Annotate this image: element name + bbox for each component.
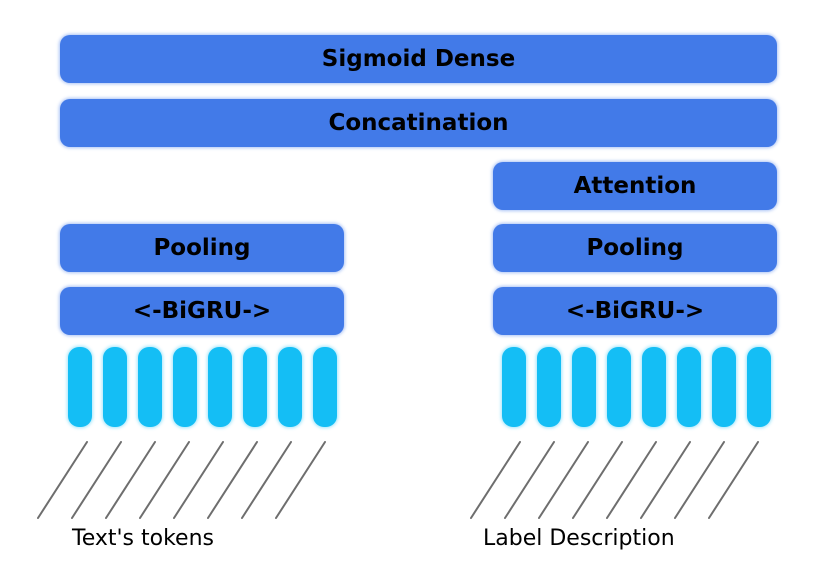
right-input-caption: Label Description <box>483 526 675 551</box>
right-token-stroke <box>606 441 657 519</box>
left-token-cell <box>278 347 302 427</box>
concatenation-label: Concatination <box>328 110 509 136</box>
left-token-cell <box>313 347 337 427</box>
right-token-stroke <box>674 441 725 519</box>
right-token-cell <box>747 347 771 427</box>
concatenation-layer: Concatination <box>60 99 777 147</box>
right-token-stroke <box>708 441 759 519</box>
right-pooling-layer: Pooling <box>493 224 777 272</box>
attention-label: Attention <box>573 173 697 199</box>
left-bigru-label: <-BiGRU-> <box>132 298 272 324</box>
left-token-stroke <box>207 441 258 519</box>
right-token-cell <box>712 347 736 427</box>
left-token-stroke <box>71 441 122 519</box>
right-token-stroke <box>504 441 555 519</box>
sigmoid-dense-layer: Sigmoid Dense <box>60 35 777 83</box>
right-token-stroke <box>470 441 521 519</box>
left-token-cell <box>208 347 232 427</box>
right-token-cell <box>607 347 631 427</box>
left-token-cell <box>103 347 127 427</box>
attention-layer: Attention <box>493 162 777 210</box>
left-token-cell <box>138 347 162 427</box>
right-token-stroke <box>640 441 691 519</box>
right-bigru-label: <-BiGRU-> <box>565 298 705 324</box>
right-token-cell <box>502 347 526 427</box>
right-token-cell <box>537 347 561 427</box>
left-input-caption: Text's tokens <box>72 526 214 551</box>
right-token-stroke <box>538 441 589 519</box>
left-token-cell <box>68 347 92 427</box>
right-token-cell <box>677 347 701 427</box>
sigmoid-dense-label: Sigmoid Dense <box>321 46 516 72</box>
left-bigru-layer: <-BiGRU-> <box>60 287 344 335</box>
right-token-cell <box>572 347 596 427</box>
left-pooling-label: Pooling <box>153 235 251 261</box>
left-token-stroke <box>241 441 292 519</box>
right-pooling-label: Pooling <box>586 235 684 261</box>
right-token-stroke <box>572 441 623 519</box>
left-token-stroke <box>37 441 88 519</box>
left-pooling-layer: Pooling <box>60 224 344 272</box>
left-token-stroke <box>173 441 224 519</box>
right-token-cell <box>642 347 666 427</box>
right-bigru-layer: <-BiGRU-> <box>493 287 777 335</box>
left-token-cell <box>243 347 267 427</box>
left-token-stroke <box>105 441 156 519</box>
left-token-stroke <box>139 441 190 519</box>
left-token-stroke <box>275 441 326 519</box>
left-token-cell <box>173 347 197 427</box>
